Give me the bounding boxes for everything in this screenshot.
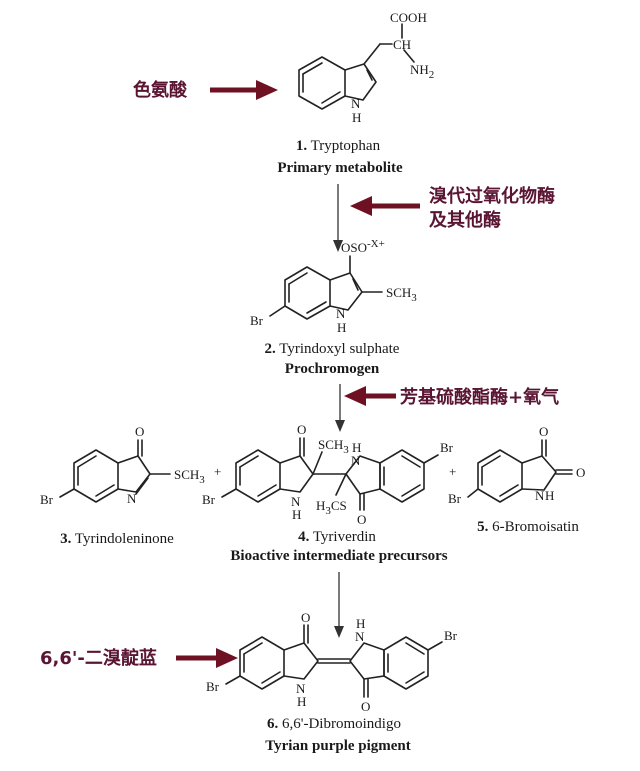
bromoisatin-o-top: O	[539, 424, 548, 439]
bromoisatin-nh-h: H	[545, 488, 554, 503]
annotation-dibromoindigo-cn: 6,6'-二溴靛蓝	[40, 647, 157, 669]
dibromoindigo-nh-left-n: N	[296, 681, 306, 696]
br-label-4-right: Br	[440, 440, 454, 455]
annotation-arrow-tryptophan	[210, 80, 278, 100]
tyrindoleninone-caption: 3. Tyrindoleninone	[60, 531, 174, 547]
annotation-arrow-dibromoindigo	[176, 648, 238, 668]
dibromoindigo-structure	[225, 624, 443, 698]
tryptophan-caption: 1. Tryptophan	[296, 138, 381, 154]
tyrindoxyl-sulphate-structure	[269, 255, 383, 320]
h3cs-label-4: H3CS	[316, 498, 347, 517]
tyrindoleninone-structure	[59, 439, 171, 503]
annotation-tryptophan-cn: 色氨酸	[133, 79, 188, 101]
dibromoindigo-o-right: O	[361, 699, 370, 714]
tyrindoxyl-caption: 2. Tyrindoxyl sulphate	[265, 341, 400, 357]
cooh-label: COOH	[390, 10, 427, 25]
dibromoindigo-nh-right-h: H	[356, 616, 365, 631]
flow-arrow-1-2	[333, 184, 343, 252]
tyriverdin-nh-right-h: H	[352, 440, 361, 455]
dibromoindigo-nh-right-n: N	[355, 629, 365, 644]
tryptophan-structure	[298, 23, 415, 110]
br-label-3: Br	[40, 492, 54, 507]
annotation-arrow-sulfatase	[344, 386, 396, 406]
bromoisatin-o-right: O	[576, 465, 585, 480]
oso-label: OSO-X+	[341, 238, 385, 255]
sch3-label-4: SCH3	[318, 437, 349, 456]
bromoisatin-caption: 5. 6-Bromoisatin	[477, 519, 579, 535]
bromoisatin-nh-n: N	[535, 488, 545, 503]
tryptophan-nh-h: H	[352, 110, 361, 125]
plus-sign-1: +	[214, 464, 221, 479]
nh2-label: NH2	[410, 62, 434, 81]
flow-arrow-4-6	[334, 572, 344, 638]
tyriverdin-structure	[221, 437, 439, 511]
tyriverdin-o-left: O	[297, 422, 306, 437]
tryptophan-nh-n: N	[351, 96, 361, 111]
plus-sign-2: +	[449, 464, 456, 479]
tyrindoleninone-n: N	[127, 491, 137, 506]
ch-label: CH	[393, 37, 411, 52]
primary-metabolite-label: Primary metabolite	[277, 160, 403, 176]
tyrindoleninone-o: O	[135, 424, 144, 439]
br-label-4-left: Br	[202, 492, 216, 507]
br-label-6-right: Br	[444, 628, 458, 643]
tyriverdin-caption: 4. Tyriverdin	[298, 529, 376, 545]
dibromoindigo-caption: 6. 6,6'-Dibromoindigo	[267, 716, 401, 732]
intermediates-role-label: Bioactive intermediate precursors	[230, 548, 447, 564]
annotation-enzymes-line2: 及其他酶	[429, 209, 501, 231]
tyriverdin-nh-left-n: N	[291, 494, 301, 509]
sch3-label-2: SCH3	[386, 285, 417, 304]
tyriverdin-o-right: O	[357, 512, 366, 527]
prochromogen-label: Prochromogen	[285, 361, 380, 377]
br-label-6-left: Br	[206, 679, 220, 694]
tyriverdin-nh-right-n: N	[351, 453, 361, 468]
flow-arrow-2-4	[335, 384, 345, 432]
annotation-sulfatase: 芳基硫酸酯酶+氧气	[400, 386, 559, 408]
dibromoindigo-nh-left-h: H	[297, 694, 306, 709]
bromoisatin-structure	[467, 439, 573, 503]
br-label-5: Br	[448, 491, 462, 506]
annotation-arrow-enzymes	[350, 196, 420, 216]
annotation-enzymes-line1: 溴代过氧化物酶	[429, 185, 555, 207]
br-label-2: Br	[250, 313, 264, 328]
dibromoindigo-o-left: O	[301, 610, 310, 625]
tyrindoxyl-nh-h: H	[337, 320, 346, 335]
tyrian-purple-label: Tyrian purple pigment	[265, 738, 411, 754]
tyriverdin-nh-left-h: H	[292, 507, 301, 522]
sch3-label-3: SCH3	[174, 467, 205, 486]
tyrindoxyl-nh-n: N	[336, 306, 346, 321]
